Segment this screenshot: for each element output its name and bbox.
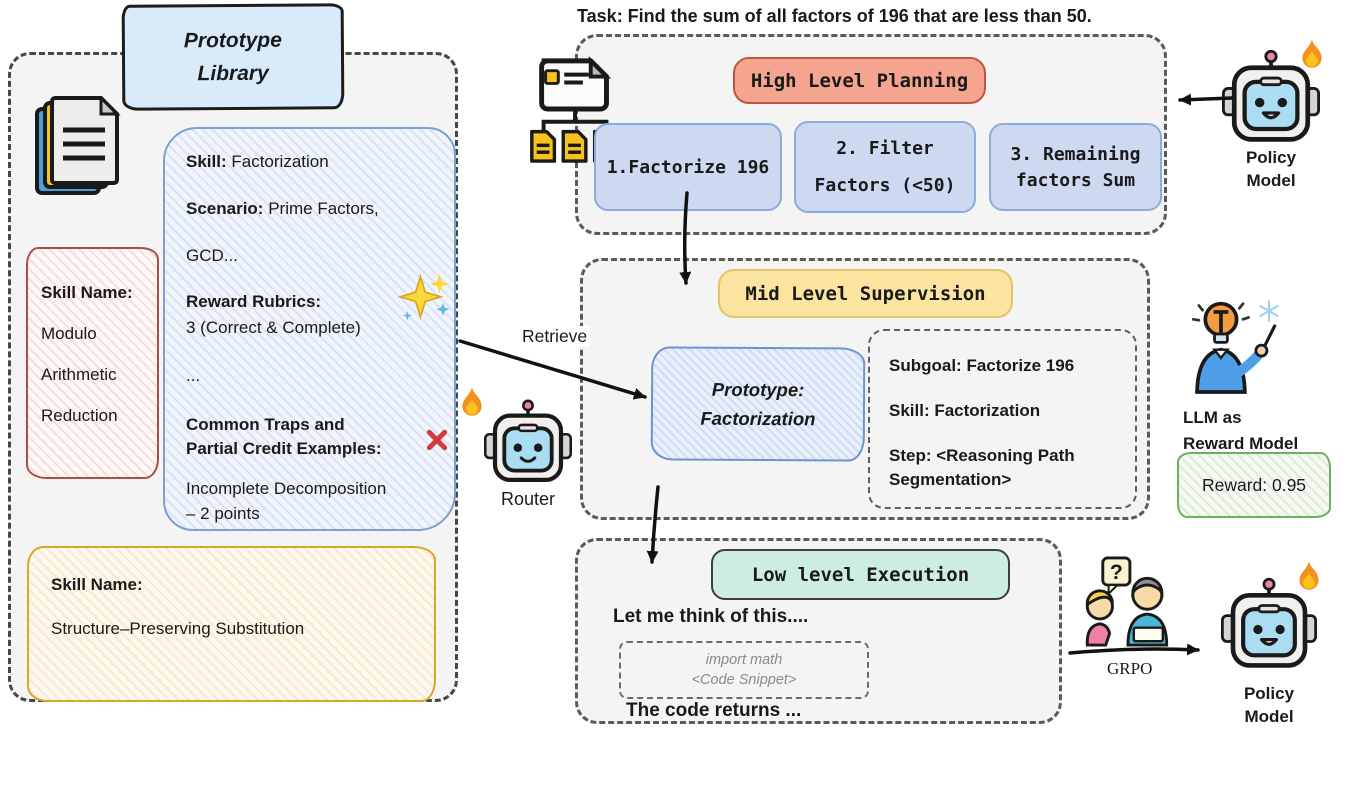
svg-text:?: ?	[1110, 560, 1123, 584]
router-label: Router	[500, 489, 556, 509]
code-snippet-box: import math <Code Snippet>	[619, 641, 869, 699]
step-detail-line2: Segmentation>	[889, 470, 1012, 490]
scenario-cont: GCD...	[186, 245, 238, 265]
skill-card-modulo: Skill Name: Modulo Arithmetic Reduction	[26, 247, 159, 479]
prototype-box-line1: Prototype:	[711, 378, 805, 400]
plan-step-3-line2: factors Sum	[1015, 169, 1136, 191]
prototype-factorization-box: Prototype: Factorization	[650, 346, 866, 462]
ellipsis: ...	[186, 366, 201, 386]
plan-step-3-line1: 3. Remaining	[1010, 143, 1141, 165]
rubrics-value: 3 (Correct & Complete)	[186, 317, 361, 337]
fire-icon-router	[459, 386, 485, 418]
red-card-label: Skill Name:	[41, 283, 133, 302]
plan-step-2: 2. Filter Factors (<50)	[794, 121, 976, 213]
traps-label-2: Partial Credit Examples:	[186, 439, 382, 459]
skill-card-factorization: Skill: Factorization Scenario: Prime Fac…	[163, 127, 456, 531]
fire-icon-policy-bottom	[1296, 560, 1322, 592]
grpo-label: GRPO	[1107, 659, 1153, 678]
retrieve-arrow-label: Retrieve	[519, 326, 591, 347]
plan-step-1-text: 1.Factorize 196	[606, 156, 770, 178]
sparkles-icon	[397, 272, 450, 324]
subgoal-line: Subgoal: Factorize 196	[889, 356, 1075, 375]
yellow-card-value: Structure–Preserving Substitution	[51, 619, 305, 638]
traps-label-1: Common Traps and	[186, 414, 345, 434]
code-line-1: import math	[705, 652, 783, 668]
prototype-library-title: Prototype Library	[121, 3, 345, 111]
policy-model-robot-icon-top	[1222, 48, 1320, 144]
fire-icon-policy-top	[1299, 38, 1325, 70]
yellow-card-label: Skill Name:	[51, 575, 143, 594]
llm-judge-icon	[1186, 296, 1278, 404]
reward-model-label: LLM as Reward Model	[1183, 408, 1299, 453]
skill-label: Skill:	[186, 152, 227, 171]
scenario-line: Scenario: Prime Factors,	[186, 198, 438, 220]
skill-line: Skill: Factorization	[186, 151, 438, 173]
high-level-planning-header: High Level Planning	[733, 57, 986, 104]
library-title-line2: Library	[197, 61, 269, 85]
policy-model-label-top: Policy Model	[1245, 148, 1297, 190]
code-returns-text: The code returns ...	[626, 700, 802, 721]
skill-value: Factorization	[231, 152, 329, 171]
traps-value-2: – 2 points	[186, 503, 260, 523]
subgoal-detail-box: Subgoal: Factorize 196 Skill: Factorizat…	[868, 329, 1137, 509]
code-line-2: <Code Snippet>	[691, 672, 797, 688]
reward-score-box: Reward: 0.95	[1177, 452, 1331, 518]
traps-value-1: Incomplete Decomposition	[186, 478, 387, 498]
task-title: Task: Find the sum of all factors of 196…	[577, 6, 1092, 26]
teacher-student-icon: ?	[1073, 556, 1181, 648]
skill-detail-line: Skill: Factorization	[889, 401, 1041, 421]
scenario-value: Prime Factors,	[268, 199, 379, 219]
think-text: Let me think of this....	[613, 606, 809, 627]
policy-model-label-bottom: Policy Model	[1243, 684, 1295, 726]
reward-score-text: Reward: 0.95	[1201, 474, 1307, 495]
mid-level-supervision-header: Mid Level Supervision	[718, 269, 1013, 318]
skill-card-substitution: Skill Name: Structure–Preserving Substit…	[27, 546, 436, 702]
plan-step-1: 1.Factorize 196	[594, 123, 782, 211]
grpo-arrow	[1068, 643, 1200, 656]
plan-step-2-line1: 2. Filter	[836, 138, 934, 159]
documents-stack-icon	[33, 94, 125, 198]
snowflake-icon	[1258, 300, 1280, 322]
red-card-line1: Modulo	[41, 324, 97, 343]
step-detail-line1: Step: <Reasoning Path	[889, 446, 1075, 466]
low-level-execution-header: Low level Execution	[711, 549, 1010, 600]
rubrics-label: Reward Rubrics:	[186, 292, 322, 312]
plan-step-2-line2: Factors (<50)	[814, 175, 956, 196]
red-card-line3: Reduction	[41, 406, 118, 425]
router-robot-icon	[484, 398, 572, 484]
red-cross-icon	[426, 429, 448, 451]
plan-step-3: 3. Remaining factors Sum	[989, 123, 1162, 211]
prototype-box-line2: Factorization	[700, 407, 816, 429]
library-title-line1: Prototype	[183, 28, 282, 52]
scenario-label: Scenario:	[186, 199, 264, 219]
policy-model-robot-icon-bottom	[1221, 576, 1317, 670]
red-card-line2: Arithmetic	[41, 365, 117, 384]
